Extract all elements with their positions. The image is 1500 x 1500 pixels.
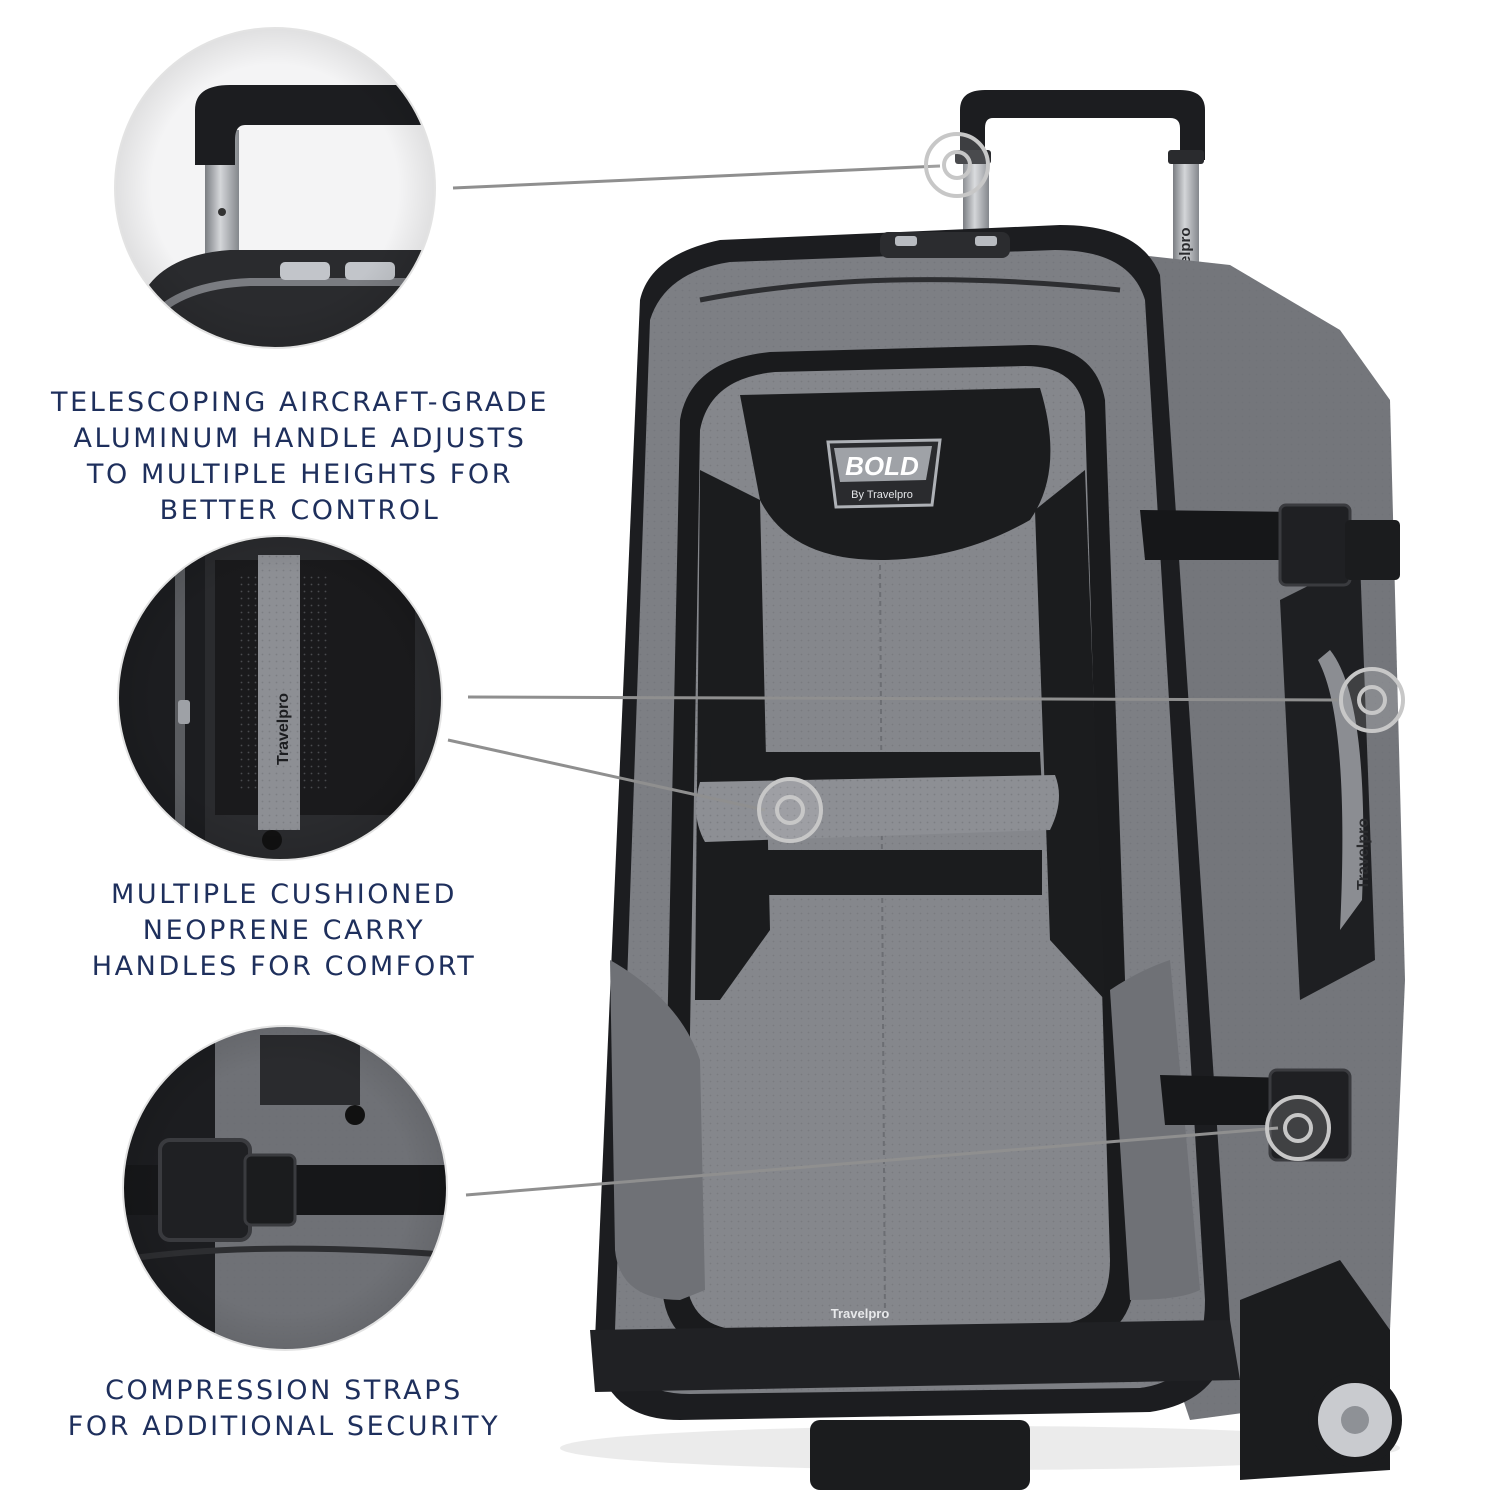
callout-marker-handle: [924, 132, 990, 198]
compression-strap-upper: [1140, 503, 1400, 587]
bottom-brand-text: Travelpro: [831, 1306, 890, 1321]
badge-sub-text: By Travelpro: [851, 489, 913, 501]
caption-line: BETTER CONTROL: [159, 495, 441, 526]
feature-caption-compression-straps: COMPRESSION STRAPS FOR ADDITIONAL SECURI…: [20, 1373, 548, 1445]
zoom-circle-handle: [114, 27, 436, 349]
callout-markers: [757, 132, 1405, 1161]
caption-line: MULTIPLE CUSHIONED: [111, 879, 457, 910]
caption-line: NEOPRENE CARRY: [142, 915, 426, 946]
caption-line: HANDLES FOR COMFORT: [91, 951, 477, 982]
caption-line: FOR ADDITIONAL SECURITY: [67, 1411, 501, 1442]
callout-marker-strap: [1265, 1095, 1331, 1161]
feature-caption-telescoping-handle: TELESCOPING AIRCRAFT-GRADE ALUMINUM HAND…: [20, 385, 580, 529]
zipper-pulls: [895, 236, 997, 246]
badge-bold-text: BOLD: [845, 451, 919, 481]
caption-line: TELESCOPING AIRCRAFT-GRADE: [51, 387, 549, 418]
callout-marker-front-handle: [757, 777, 823, 843]
caption-line: COMPRESSION STRAPS: [105, 1375, 463, 1406]
side-handle-brand-text: Travelpro: [1355, 818, 1372, 890]
feature-caption-carry-handles: MULTIPLE CUSHIONED NEOPRENE CARRY HANDLE…: [20, 877, 548, 985]
bold-brand-badge: BOLD By Travelpro: [826, 438, 942, 509]
callout-lines: [447, 164, 1339, 1197]
zoom-circle-compression-straps: [122, 1025, 448, 1351]
caption-line: TO MULTIPLE HEIGHTS FOR: [86, 459, 514, 490]
rolling-suitcase: Travelpro Travelpro: [560, 90, 1405, 1490]
callout-marker-side-handle: [1339, 667, 1405, 733]
caption-line: ALUMINUM HANDLE ADJUSTS: [73, 423, 527, 454]
zoom-circle-carry-handles: Travelpro: [117, 535, 443, 861]
